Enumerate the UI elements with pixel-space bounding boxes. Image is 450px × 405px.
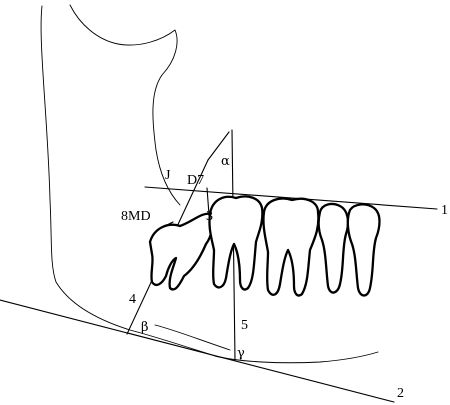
mandible-outline: [40, 5, 379, 364]
label-3: 3: [206, 209, 213, 224]
alpha-ray: [207, 131, 230, 161]
label-gamma: γ: [237, 346, 245, 361]
second-premolar: [317, 202, 350, 294]
label-beta: β: [141, 320, 149, 335]
label-4: 4: [129, 292, 136, 307]
gum-curve: [154, 324, 231, 351]
ramus-front-outline: [69, 4, 181, 206]
first-molar: [262, 197, 320, 297]
label-D7: D7: [187, 173, 204, 188]
label-alpha: α: [221, 154, 230, 169]
third-molar-tilted: [148, 212, 214, 291]
label-8MD: 8MD: [121, 209, 151, 224]
label-2: 2: [397, 386, 404, 401]
line-2-mandibular-plane: [0, 299, 395, 403]
label-1: 1: [441, 203, 448, 218]
label-5: 5: [241, 318, 248, 333]
first-premolar: [346, 203, 381, 297]
label-J: J: [165, 168, 171, 183]
second-molar: [208, 195, 264, 291]
